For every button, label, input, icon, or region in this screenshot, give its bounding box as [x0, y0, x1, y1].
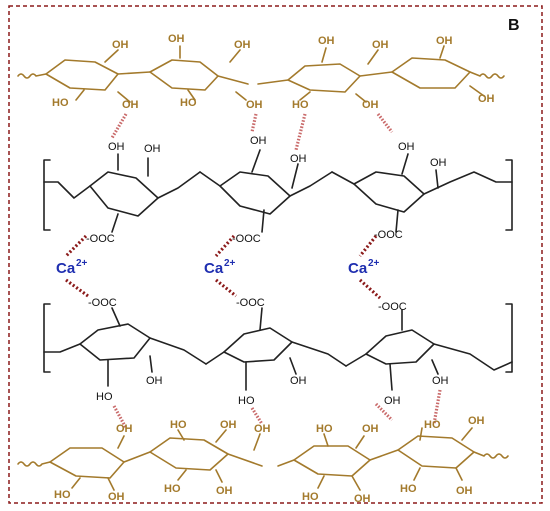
svg-text:OH: OH [116, 423, 133, 435]
svg-text:OH: OH [108, 491, 125, 503]
hydrogen-bond [250, 407, 264, 425]
cellulose-chain-bottom: OH HO OH OH HO OH HO OH HO OH HO OH HO O… [17, 415, 509, 505]
svg-text:HO: HO [400, 483, 417, 495]
svg-text:OH: OH [234, 39, 251, 51]
svg-text:HO: HO [164, 483, 181, 495]
ionic-bond [64, 234, 88, 258]
svg-text:HO: HO [302, 491, 319, 503]
hydrogen-bond [294, 113, 307, 151]
svg-text:OH: OH [250, 135, 267, 147]
panel-label: B [508, 17, 520, 34]
svg-text:OH: OH [468, 415, 485, 427]
alginate-chain-1: OH OH OH OH OH OH -OOC -OOC -OOC [43, 135, 513, 245]
svg-text:OH: OH [108, 141, 125, 153]
svg-text:HO: HO [238, 395, 255, 407]
svg-text:OH: OH [146, 375, 163, 387]
svg-text:OH: OH [290, 153, 307, 165]
svg-text:HO: HO [316, 423, 333, 435]
svg-text:HO: HO [292, 99, 309, 111]
svg-text:2+: 2+ [368, 258, 380, 269]
svg-text:HO: HO [180, 97, 197, 109]
ionic-bond [215, 278, 237, 298]
svg-text:OH: OH [112, 39, 129, 51]
svg-text:HO: HO [52, 97, 69, 109]
ionic-bond [358, 235, 378, 257]
svg-text:OH: OH [362, 423, 379, 435]
hydrogen-bond [110, 113, 128, 139]
svg-text:2+: 2+ [76, 258, 88, 269]
hydrogen-bond [112, 405, 128, 429]
svg-text:OH: OH [362, 99, 379, 111]
svg-text:OH: OH [144, 143, 161, 155]
svg-text:OH: OH [220, 419, 237, 431]
svg-text:OH: OH [384, 395, 401, 407]
svg-text:OH: OH [436, 35, 453, 47]
svg-text:OH: OH [216, 485, 233, 497]
svg-text:Ca: Ca [348, 260, 368, 277]
svg-text:-OOC: -OOC [236, 297, 265, 309]
hydrogen-bond [432, 389, 442, 425]
frame-border [8, 5, 543, 504]
ionic-bond [65, 278, 89, 298]
svg-text:-OOC: -OOC [378, 301, 407, 313]
svg-text:HO: HO [54, 489, 71, 501]
svg-text:OH: OH [372, 39, 389, 51]
svg-text:OH: OH [318, 35, 335, 47]
svg-text:HO: HO [96, 391, 113, 403]
svg-text:OH: OH [432, 375, 449, 387]
svg-text:OH: OH [168, 33, 185, 45]
svg-text:OH: OH [246, 99, 263, 111]
svg-text:OH: OH [430, 157, 447, 169]
alginate-chain-2: -OOC -OOC -OOC HO OH HO OH OH OH [43, 297, 513, 407]
svg-text:HO: HO [424, 419, 441, 431]
svg-text:OH: OH [398, 141, 415, 153]
svg-text:2+: 2+ [224, 258, 236, 269]
svg-text:OH: OH [456, 485, 473, 497]
hydrogen-bond [376, 113, 394, 133]
svg-text:OH: OH [290, 375, 307, 387]
calcium-ion-1: Ca 2+ [56, 258, 88, 277]
svg-text:-OOC: -OOC [232, 233, 261, 245]
svg-text:OH: OH [478, 93, 495, 105]
hydrogen-bond [250, 113, 258, 133]
ionic-bond [214, 234, 236, 258]
ionic-bond [358, 278, 382, 300]
svg-text:-OOC: -OOC [88, 297, 117, 309]
svg-text:OH: OH [354, 493, 371, 505]
calcium-ion-3: Ca 2+ [348, 258, 380, 277]
svg-text:OH: OH [254, 423, 271, 435]
svg-text:HO: HO [170, 419, 187, 431]
cellulose-chain-top: OH OH OH OH OH OH HO OH HO OH HO OH OH [17, 33, 505, 111]
svg-text:Ca: Ca [204, 260, 224, 277]
calcium-ion-2: Ca 2+ [204, 258, 236, 277]
svg-text:-OOC: -OOC [374, 229, 403, 241]
svg-text:OH: OH [122, 99, 139, 111]
svg-text:-OOC: -OOC [86, 233, 115, 245]
svg-text:Ca: Ca [56, 260, 76, 277]
hydrogen-bond [374, 402, 394, 422]
